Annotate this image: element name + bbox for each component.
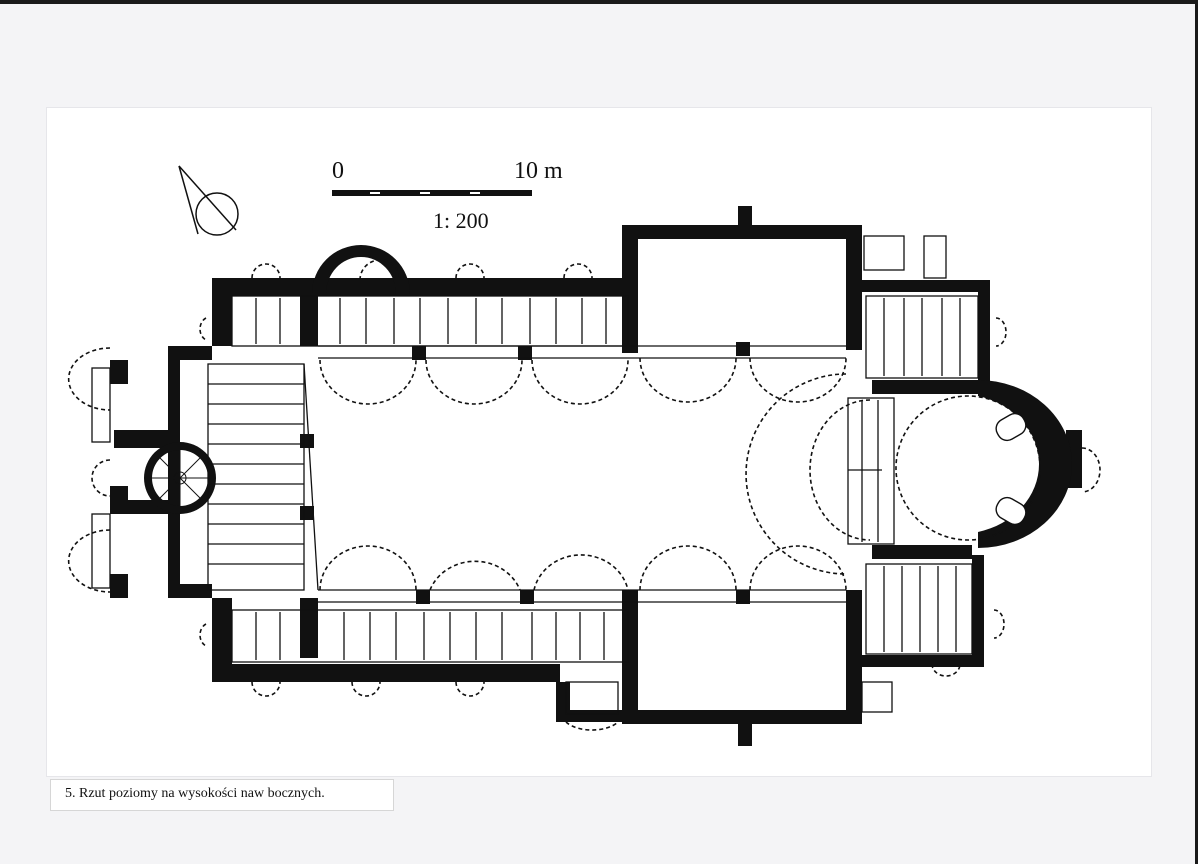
walls xyxy=(110,206,1082,746)
spiral-stair-steps xyxy=(152,450,208,506)
apse-wall xyxy=(978,380,1072,548)
scale-start-label: 0 xyxy=(332,158,344,184)
apse-niches xyxy=(995,412,1027,526)
gallery-bays xyxy=(91,235,979,715)
scale-end-label: 10 m xyxy=(514,158,563,184)
north-apsidiole-wall xyxy=(312,245,410,294)
vault-outlines xyxy=(67,259,1101,731)
caption-box: 5. Rzut poziomy na wysokości naw bocznyc… xyxy=(50,779,394,811)
north-arrow-icon xyxy=(178,165,239,236)
figure-caption: 5. Rzut poziomy na wysokości naw bocznyc… xyxy=(65,786,325,801)
scale-bar: 0 10 m 1: 200 xyxy=(332,158,563,233)
scale-ratio-label: 1: 200 xyxy=(433,208,489,233)
